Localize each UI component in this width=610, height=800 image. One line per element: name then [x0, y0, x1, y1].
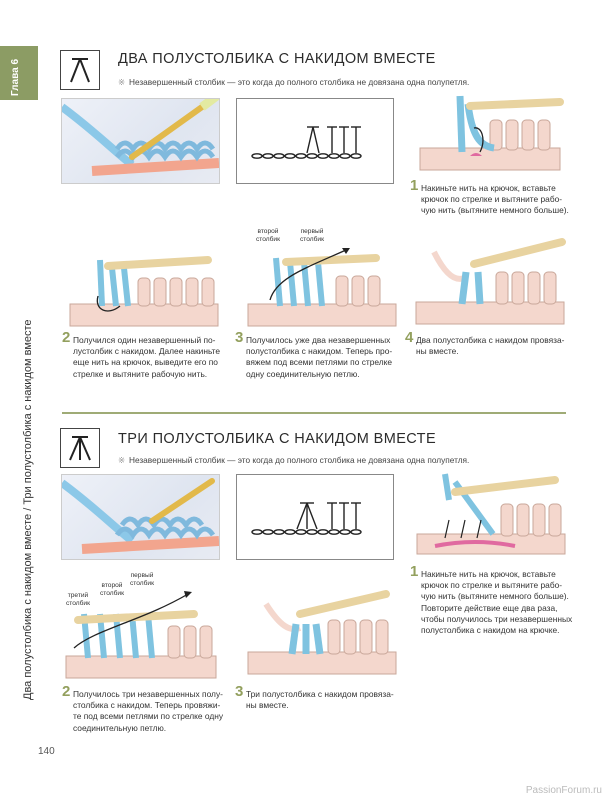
section2-title: ТРИ ПОЛУСТОЛБИКА С НАКИДОМ ВМЕСТЕ	[118, 431, 436, 447]
step-text: Накиньте нить на крючок, вставьте крючок…	[421, 183, 570, 217]
step-text: Получилось три незавершенных полу- столб…	[73, 689, 232, 734]
label-second-stitch: второй столбик	[100, 582, 124, 598]
section2-step3-caption: 3 Три полустолбика с накидом провяза- ны…	[235, 689, 405, 711]
section2-note-text: Незавершенный столбик — это когда до пол…	[129, 455, 469, 465]
asterisk-icon: ※	[118, 77, 125, 87]
section2-note: ※ Незавершенный столбик — это когда до по…	[118, 455, 469, 465]
section2-photo	[61, 474, 220, 560]
step-text: Накиньте нить на крючок, вставьте крючок…	[421, 569, 580, 636]
section1-symbol-chart	[236, 98, 394, 184]
section1-step1-illustration	[410, 96, 560, 180]
step-number: 1	[410, 180, 418, 191]
section1-title: ДВА ПОЛУСТОЛБИКА С НАКИДОМ ВМЕСТЕ	[118, 51, 436, 67]
step-number: 2	[62, 332, 70, 343]
step-text: Получилось уже два незавершенных полусто…	[246, 335, 405, 380]
section1-step2-caption: 2 Получился один незавершенный по- лусто…	[62, 335, 232, 380]
step-number: 3	[235, 686, 243, 697]
step-number: 1	[410, 566, 418, 577]
section2-step2-caption: 2 Получилось три незавершенных полу- сто…	[62, 689, 232, 734]
step-text: Три полустолбика с накидом провяза- ны в…	[246, 689, 405, 711]
symbol-three-hdc-together-icon	[60, 428, 100, 468]
step-number: 2	[62, 686, 70, 697]
label-first-stitch: первый столбик	[130, 572, 154, 588]
page-number: 140	[38, 746, 55, 757]
asterisk-icon: ※	[118, 455, 125, 465]
label-second-stitch: второй столбик	[256, 228, 280, 244]
step-number: 3	[235, 332, 243, 343]
watermark: PassionForum.ru	[526, 785, 602, 796]
step-text: Два полустолбика с накидом провяза- ны в…	[416, 335, 575, 357]
chapter-tab-label: Глава 6	[10, 59, 21, 96]
section2-step1-caption: 1 Накиньте нить на крючок, вставьте крюч…	[410, 569, 580, 636]
symbol-two-hdc-together-icon	[60, 50, 100, 90]
section1-step4-illustration	[414, 242, 564, 332]
running-title: Два полустолбика с накидом вместе / Три …	[22, 140, 34, 700]
label-first-stitch: первый столбик	[300, 228, 324, 244]
step-number: 4	[405, 332, 413, 343]
section1-step4-caption: 4 Два полустолбика с накидом провяза- ны…	[405, 335, 575, 357]
section1-note-text: Незавершенный столбик — это когда до пол…	[129, 77, 469, 87]
section-divider	[62, 412, 566, 414]
section1-step3-caption: 3 Получилось уже два незавершенных полус…	[235, 335, 405, 380]
section1-step2-illustration	[68, 256, 218, 334]
step-text: Получился один незавершенный по- лустолб…	[73, 335, 232, 380]
section1-step1-caption: 1 Накиньте нить на крючок, вставьте крюч…	[410, 183, 570, 217]
section1-step3-illustration	[246, 248, 396, 334]
section2-step1-illustration	[415, 470, 565, 560]
section1-photo	[61, 98, 220, 184]
section1-note: ※ Незавершенный столбик — это когда до по…	[118, 77, 469, 87]
section2-step3-illustration	[246, 594, 396, 682]
section2-step2-illustration	[64, 600, 216, 684]
section2-symbol-chart	[236, 474, 394, 560]
